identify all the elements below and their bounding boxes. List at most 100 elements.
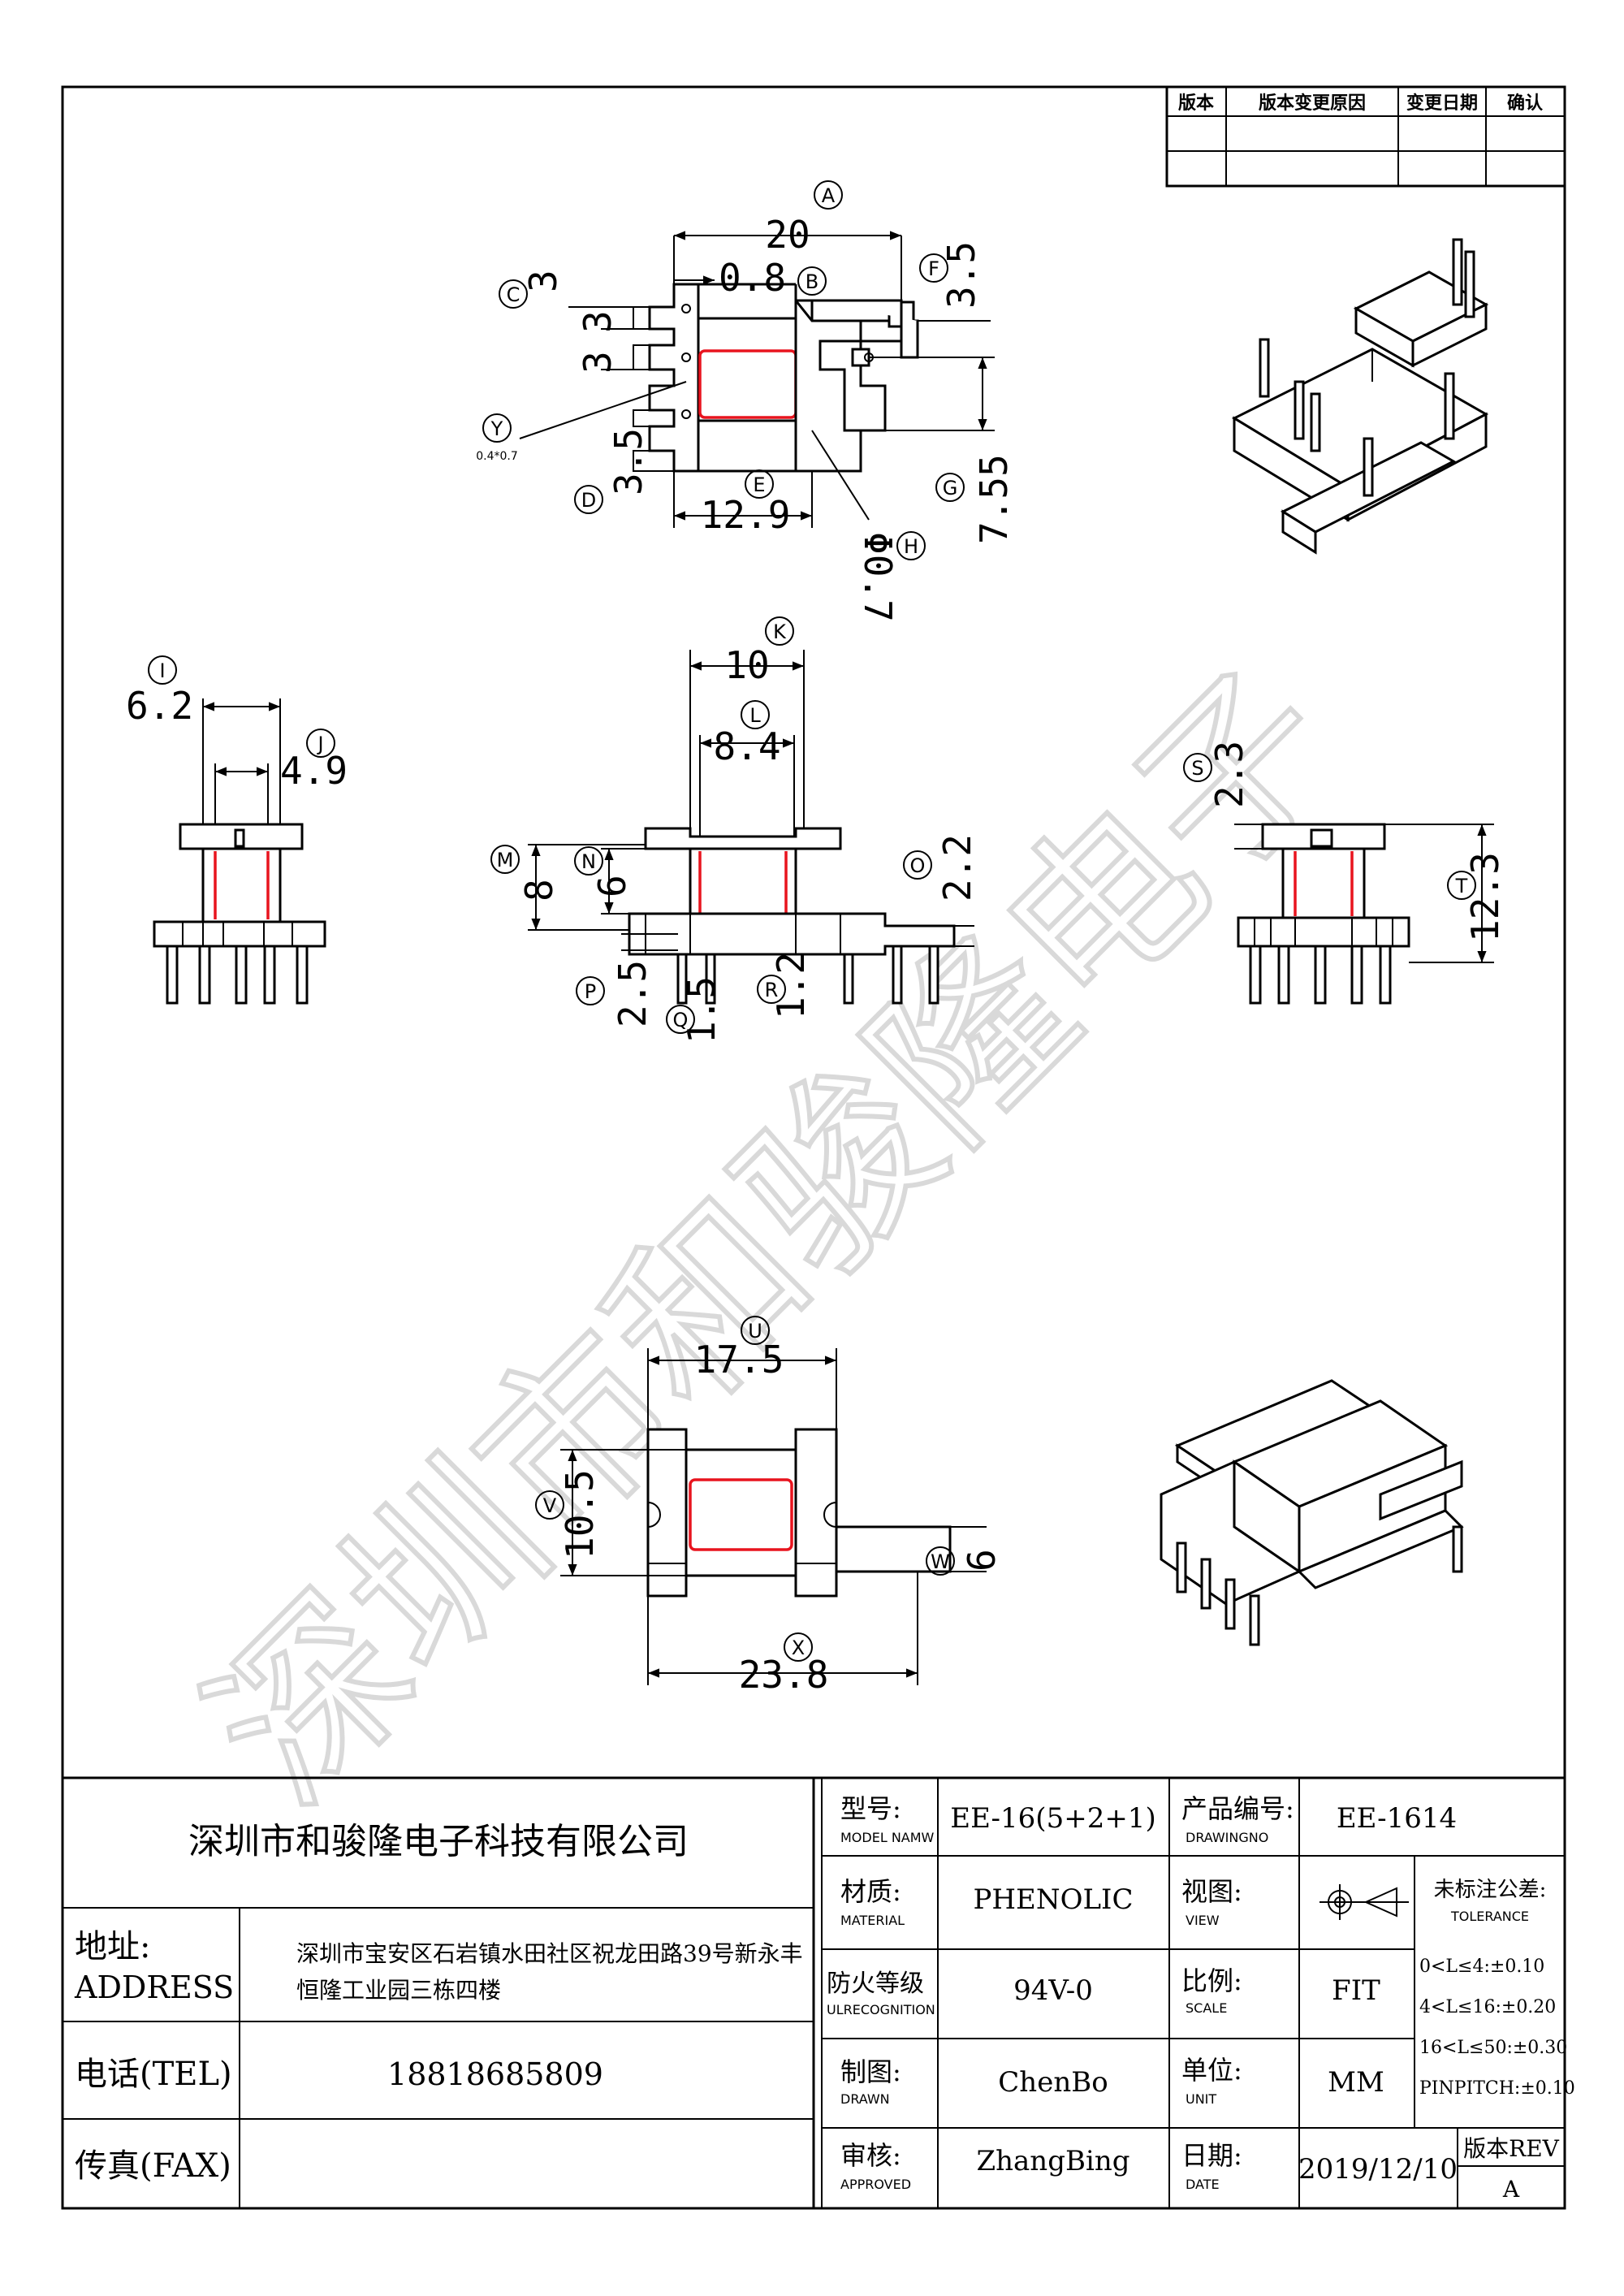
address-line2: 恒隆工业园三栋四楼: [296, 1977, 501, 2004]
label-C: C: [507, 283, 520, 306]
dim-F-value: 3.5: [939, 241, 983, 309]
dim-M-value: 8: [517, 879, 561, 902]
model-label-cn: 型号:: [840, 1793, 901, 1824]
drawn-label-cn: 制图:: [840, 2056, 901, 2087]
scale-label-en: SCALE: [1186, 2000, 1227, 2016]
view-label-cn: 视图:: [1181, 1876, 1242, 1907]
unit-label-en: UNIT: [1186, 2091, 1216, 2107]
label-B: B: [806, 270, 818, 293]
revision-table: 版本 版本变更原因 变更日期 确认: [1165, 85, 1566, 188]
dim-H-value: Φ0.7: [856, 532, 900, 622]
rev-label: 版本REV: [1463, 2135, 1560, 2162]
rev-header-reason: 版本变更原因: [1259, 93, 1366, 114]
dim-C-value: 3: [521, 270, 565, 292]
company-name: 深圳市和骏隆电子科技有限公司: [188, 1821, 689, 1862]
address-line1: 深圳市宝安区石岩镇水田社区祝龙田路39号新永丰: [296, 1940, 803, 1967]
date-label-cn: 日期:: [1181, 2140, 1242, 2171]
dim-W-value: 6: [960, 1549, 1004, 1572]
label-M: M: [497, 849, 514, 871]
tel-label: 电话(TEL): [75, 2056, 232, 2093]
model-label-en: MODEL NAMW: [840, 1830, 935, 1845]
front-view: 10 K 8.4 L 8 M 6 N 2.2 O 2.5 P: [490, 616, 979, 1044]
iso-view-top: [1231, 238, 1489, 555]
dim-X-value: 23.8: [739, 1653, 829, 1697]
flame-label-en: ULRECOGNITION: [827, 2002, 935, 2017]
dim-L-value: 8.4: [713, 724, 780, 768]
dim-D-value: 3.5: [607, 428, 650, 495]
address-label-cn: 地址:: [75, 1928, 150, 1965]
material-label-cn: 材质:: [840, 1876, 901, 1907]
approved-label-en: APPROVED: [840, 2177, 911, 2192]
top-view: 20 A 0.8 B 3 3 3 C Y 0.4*0.7 3.5 D 12.9 …: [476, 180, 1016, 622]
label-W: W: [931, 1550, 950, 1573]
dim-C3-value: 3: [576, 351, 620, 374]
dim-S-value: 2.3: [1207, 741, 1251, 808]
label-H: H: [904, 535, 918, 558]
fax-label: 传真(FAX): [75, 2147, 231, 2185]
rev-header-date: 变更日期: [1406, 93, 1478, 114]
bottom-view: 17.5 U 10.5 V 6 W 23.8 X: [535, 1316, 1004, 1697]
label-G: G: [943, 477, 958, 499]
rev-header-version: 版本: [1178, 93, 1214, 114]
dim-Q-value: 1.5: [680, 976, 723, 1044]
rev-value: A: [1502, 2176, 1520, 2203]
tolerance-3: 16<L≤50:±0.30: [1419, 2038, 1567, 2058]
tolerance-label-en: TOLERANCE: [1450, 1909, 1529, 1924]
dim-T-value: 12.3: [1463, 852, 1507, 942]
label-X: X: [792, 1637, 805, 1659]
dim-I-value: 6.2: [126, 684, 193, 728]
title-block: 深圳市和骏隆电子科技有限公司 地址: ADDRESS 深圳市宝安区石岩镇水田社区…: [61, 1776, 1575, 2210]
date-value: 2019/12/10: [1298, 2153, 1458, 2186]
dim-Y-value: 0.4*0.7: [476, 450, 518, 463]
material-label-en: MATERIAL: [840, 1913, 905, 1928]
flame-value: 94V-0: [1013, 1974, 1093, 2007]
drawn-value: ChenBo: [998, 2066, 1108, 2099]
tolerance-2: 4<L≤16:±0.20: [1419, 1997, 1556, 2017]
label-N: N: [581, 850, 596, 873]
tolerance-label-cn: 未标注公差:: [1434, 1878, 1547, 1902]
label-U: U: [748, 1320, 762, 1343]
label-A: A: [822, 184, 836, 207]
tolerance-4: PINPITCH:±0.10: [1419, 2078, 1575, 2099]
label-Y: Y: [490, 417, 503, 440]
address-label-en: ADDRESS: [74, 1970, 234, 2005]
drawing-label-cn: 产品编号:: [1181, 1793, 1294, 1824]
label-P: P: [585, 980, 596, 1003]
projection-symbol-icon: [1320, 1884, 1409, 1920]
label-V: V: [543, 1494, 557, 1517]
iso-view-bottom: [1160, 1379, 1464, 1646]
material-value: PHENOLIC: [974, 1883, 1134, 1916]
dim-R-value: 1.2: [769, 952, 813, 1019]
model-value: EE-16(5+2+1): [950, 1802, 1155, 1835]
date-label-en: DATE: [1186, 2177, 1220, 2192]
label-S: S: [1191, 757, 1203, 780]
scale-value: FIT: [1332, 1974, 1380, 2007]
dim-B-value: 0.8: [719, 256, 786, 300]
label-Q: Q: [673, 1009, 689, 1031]
tel-value: 18818685809: [387, 2056, 603, 2092]
dim-V-value: 10.5: [558, 1469, 602, 1559]
bottom-window: [689, 1478, 793, 1551]
dim-J-value: 4.9: [280, 749, 348, 793]
label-F: F: [928, 257, 939, 280]
dim-E-value: 12.9: [701, 493, 791, 537]
rev-header-confirm: 确认: [1507, 93, 1543, 114]
drawing-label-en: DRAWINGNO: [1186, 1830, 1268, 1845]
dim-O-value: 2.2: [935, 834, 979, 902]
tolerance-1: 0<L≤4:±0.10: [1419, 1957, 1544, 1977]
label-T: T: [1455, 875, 1468, 897]
label-O: O: [910, 854, 926, 877]
label-I: I: [159, 659, 165, 682]
unit-value: MM: [1328, 2066, 1384, 2099]
scale-label-cn: 比例:: [1181, 1965, 1242, 1996]
label-R: R: [765, 979, 779, 1001]
drawn-label-en: DRAWN: [840, 2091, 890, 2107]
dim-U-value: 17.5: [694, 1338, 784, 1381]
drawing-no: EE-1614: [1337, 1802, 1457, 1835]
dim-P-value: 2.5: [611, 960, 654, 1027]
approved-label-cn: 审核:: [840, 2140, 901, 2171]
dim-K-value: 10: [724, 643, 769, 687]
right-view: 2.3 S 12.3 T: [1183, 741, 1507, 1005]
unit-label-cn: 单位:: [1181, 2055, 1242, 2086]
